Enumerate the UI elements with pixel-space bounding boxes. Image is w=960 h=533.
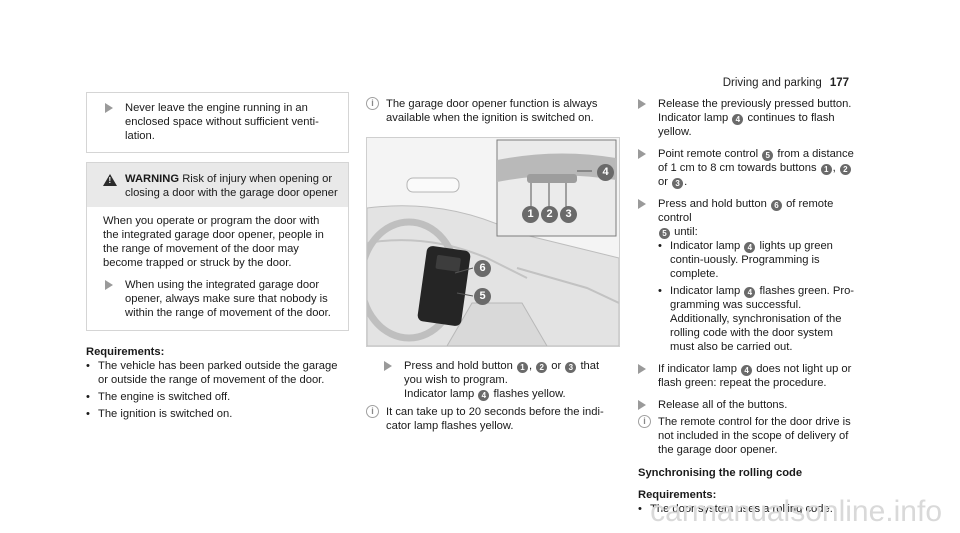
requirements-title: Requirements: <box>86 346 165 358</box>
badge-5: 5 <box>659 228 670 239</box>
list-item: The door system uses a rolling code. <box>638 502 858 516</box>
badge-6: 6 <box>770 200 782 211</box>
step-press-hold: Press and hold button 1, 2 or 3 that you… <box>366 359 616 401</box>
step-arrow-icon <box>384 361 392 371</box>
step-release: Release the previously pressed button. I… <box>620 97 858 139</box>
warning-icon: ! <box>103 174 117 186</box>
step-release-all: Release all of the buttons. <box>620 398 858 412</box>
page-header: Driving and parking 177 <box>723 76 849 90</box>
callout-5: 5 <box>474 288 491 305</box>
badge-4: 4 <box>732 114 744 125</box>
badge-2: 2 <box>839 164 851 175</box>
badge-3: 3 <box>672 178 684 189</box>
badge-4: 4 <box>744 287 756 298</box>
requirements: Requirements: The vehicle has been parke… <box>86 345 349 421</box>
list-item: Indicator lamp 4 lights up green contin-… <box>658 239 858 281</box>
badge-1: 1 <box>820 164 832 175</box>
list-item: The engine is switched off. <box>86 390 349 404</box>
step-arrow-icon <box>105 280 113 290</box>
column-3: Release the previously pressed button. I… <box>620 97 858 516</box>
badge-5: 5 <box>762 150 774 161</box>
garage-opener-figure: 4 1 2 3 6 5 <box>366 137 620 347</box>
step-press-remote: Press and hold button 6 of remote contro… <box>620 197 858 354</box>
step-arrow-icon <box>105 103 113 113</box>
badge-1: 1 <box>516 362 528 373</box>
sync-title: Synchronising the rolling code <box>638 467 803 479</box>
watermark: carmanualsonline.info <box>650 495 942 528</box>
info-note-2: i It can take up to 20 seconds before th… <box>366 405 616 433</box>
callout-6: 6 <box>474 260 491 277</box>
badge-3: 3 <box>565 362 577 373</box>
warning-step: When using the integrated garage door op… <box>87 278 348 330</box>
info-note-3: i The remote control for the door drive … <box>620 415 858 457</box>
warning-body: When you operate or program the door wit… <box>103 215 324 269</box>
callout-1: 1 <box>522 206 539 223</box>
safety-box: Never leave the engine running in an enc… <box>86 92 349 153</box>
warning-header: ! WARNING Risk of injury when opening or… <box>87 163 348 207</box>
step-arrow-icon <box>638 400 646 410</box>
info-icon: i <box>366 405 379 418</box>
warning-label: WARNING <box>125 173 180 185</box>
page-number: 177 <box>829 77 849 89</box>
interior-illustration <box>367 139 619 346</box>
badge-4: 4 <box>478 390 490 401</box>
callout-2: 2 <box>541 206 558 223</box>
step-point: Point remote control 5 from a distance o… <box>620 147 858 189</box>
section-title: Driving and parking <box>722 77 822 89</box>
info-icon: i <box>638 415 651 428</box>
list-item: The ignition is switched on. <box>86 407 349 421</box>
step-engine: Never leave the engine running in an enc… <box>87 101 338 143</box>
info-icon: i <box>366 97 379 110</box>
badge-4: 4 <box>741 365 753 376</box>
callout-3: 3 <box>560 206 577 223</box>
step-no-light: If indicator lamp 4 does not light up or… <box>620 362 858 390</box>
list-item: Indicator lamp 4 flashes green. Pro-gram… <box>658 284 858 354</box>
warning-box: ! WARNING Risk of injury when opening or… <box>86 162 349 331</box>
list-item: The vehicle has been parked outside the … <box>86 359 349 387</box>
step-arrow-icon <box>638 364 646 374</box>
callout-4: 4 <box>597 164 614 181</box>
badge-2: 2 <box>536 362 548 373</box>
requirements-title-2: Requirements: <box>638 489 717 501</box>
step-arrow-icon <box>638 199 646 209</box>
info-note: i The garage door opener function is alw… <box>366 97 616 125</box>
step-arrow-icon <box>638 99 646 109</box>
column-2: i The garage door opener function is alw… <box>366 97 620 433</box>
step-arrow-icon <box>638 149 646 159</box>
badge-4: 4 <box>744 242 756 253</box>
warning-title: Risk of injury when opening or closing a… <box>125 173 338 199</box>
column-1: Never leave the engine running in an enc… <box>86 92 349 421</box>
